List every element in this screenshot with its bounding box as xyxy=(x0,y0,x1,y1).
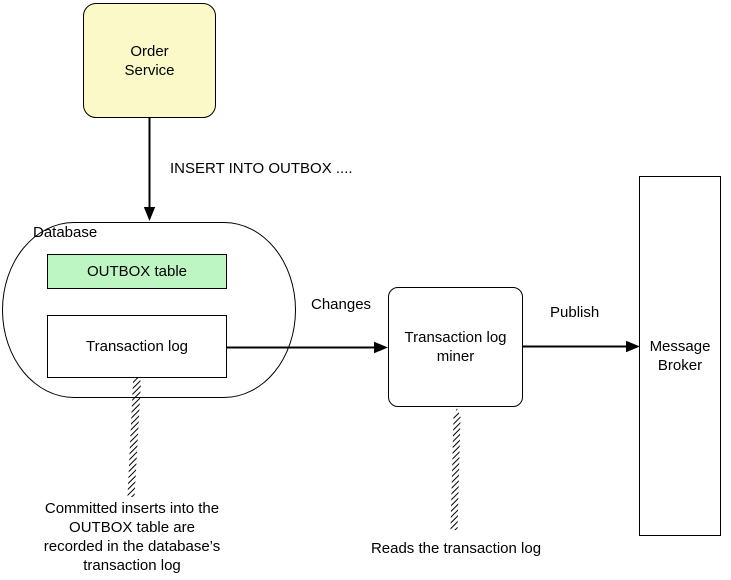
publish-arrow xyxy=(523,340,640,353)
outbox-table-label: OUTBOX table xyxy=(86,263,188,280)
node-message-broker: Message Broker xyxy=(639,176,721,536)
message-broker-label: Message Broker xyxy=(649,338,711,374)
node-transaction-log: Transaction log xyxy=(47,315,227,378)
node-outbox-table: OUTBOX table xyxy=(47,254,227,289)
transaction-log-label: Transaction log xyxy=(86,338,188,355)
insert-arrow xyxy=(143,118,156,221)
node-database xyxy=(2,222,296,398)
miner-note-connector-line xyxy=(450,408,461,530)
node-order-service: Order Service xyxy=(83,3,216,118)
miner-note: Reads the transaction log xyxy=(370,540,542,557)
node-transaction-log-miner: Transaction log miner xyxy=(388,287,523,407)
changes-arrow-label: Changes xyxy=(311,296,372,313)
database-label: Database xyxy=(33,224,98,241)
insert-arrow-label: INSERT INTO OUTBOX .... xyxy=(170,160,353,177)
outbox-note: Committed inserts into the OUTBOX table … xyxy=(43,500,221,574)
order-service-label: Order Service xyxy=(124,42,175,79)
publish-arrow-label: Publish xyxy=(550,304,600,321)
transaction-log-miner-label: Transaction log miner xyxy=(404,329,507,365)
